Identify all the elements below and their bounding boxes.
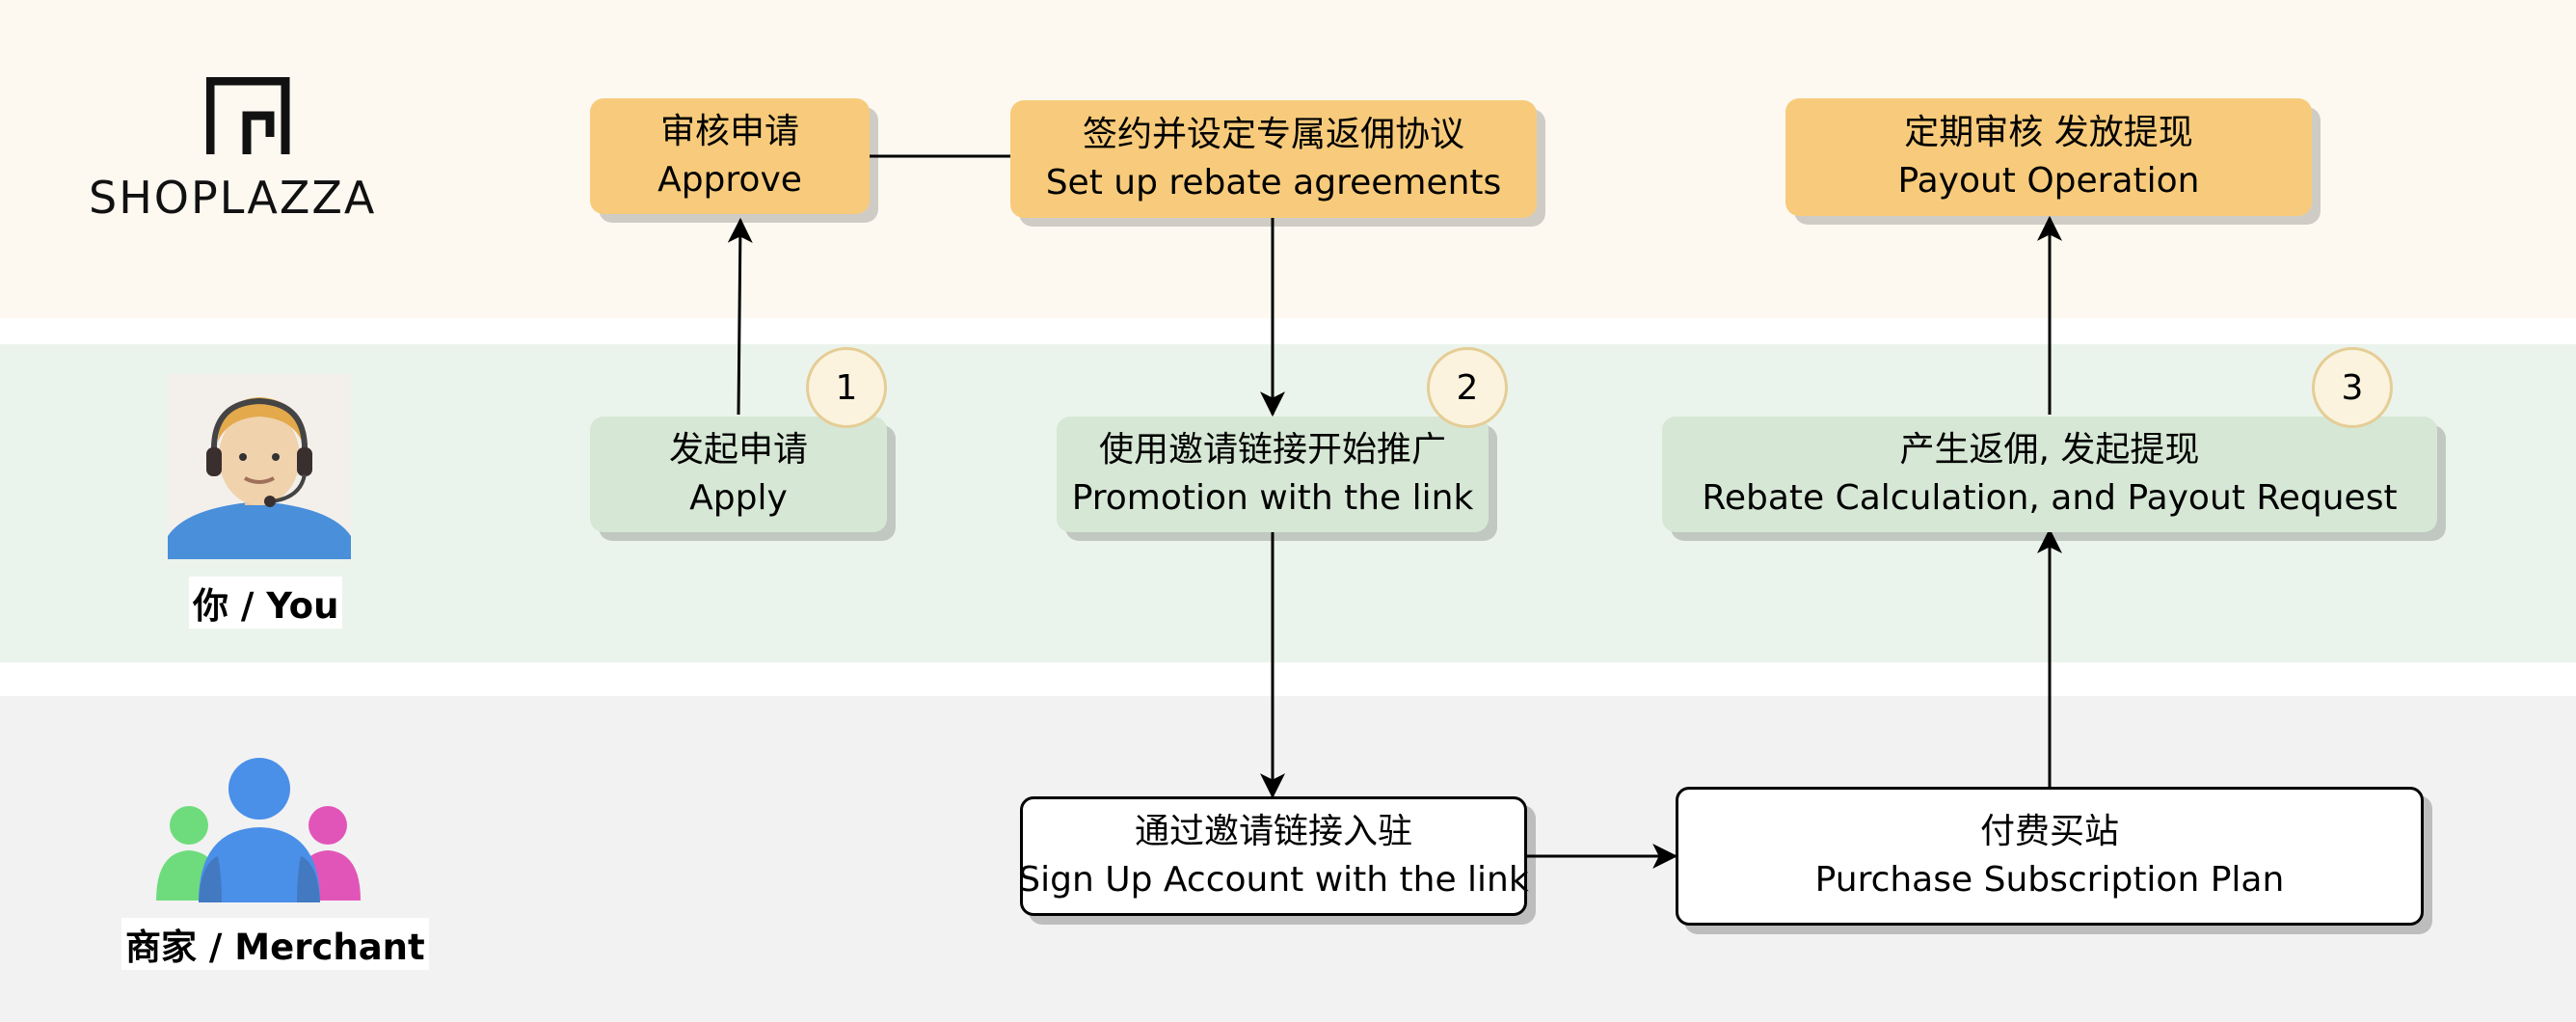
node-purchase-en: Purchase Subscription Plan [1814, 860, 2285, 900]
node-signup: 通过邀请链接入驻 Sign Up Account with the link [1018, 796, 1529, 916]
node-payout-en: Payout Operation [1897, 161, 2200, 201]
node-promotion: 使用邀请链接开始推广 Promotion with the link [1057, 417, 1489, 532]
step-badge-2: 2 [1427, 347, 1508, 428]
node-purchase-zh: 付费买站 [1979, 812, 2119, 851]
arrow-apply-to-approve [727, 217, 753, 416]
merchant-group-icon [156, 758, 361, 902]
node-approve-zh: 审核申请 [659, 112, 799, 151]
shoplazza-logo-icon [206, 77, 290, 154]
node-agreement: 签约并设定专属返佣协议 Set up rebate agreements [1010, 100, 1537, 218]
brand-name: SHOPLAZZA [89, 172, 377, 224]
node-rebate-en: Rebate Calculation, and Payout Request [1702, 478, 2398, 518]
node-payout-zh: 定期审核 发放提现 [1904, 113, 2193, 152]
node-payout: 定期审核 发放提现 Payout Operation [1785, 98, 2312, 216]
node-promotion-zh: 使用邀请链接开始推广 [1098, 430, 1446, 470]
lane-label-merchant: 商家 / Merchant [121, 918, 429, 970]
node-rebate-zh: 产生返佣, 发起提现 [1899, 430, 2200, 470]
support-agent-avatar-icon [168, 374, 351, 559]
node-signup-en: Sign Up Account with the link [1018, 860, 1529, 900]
node-approve-en: Approve [657, 160, 802, 200]
node-agreement-zh: 签约并设定专属返佣协议 [1082, 115, 1464, 154]
node-apply-zh: 发起申请 [668, 430, 808, 470]
node-apply-en: Apply [689, 478, 788, 518]
node-signup-zh: 通过邀请链接入驻 [1134, 812, 1412, 851]
node-approve: 审核申请 Approve [590, 98, 870, 214]
node-apply: 发起申请 Apply [590, 417, 887, 532]
step-badge-1: 1 [806, 347, 887, 428]
step-badge-3: 3 [2312, 347, 2393, 428]
lane-label-you: 你 / You [189, 577, 343, 629]
node-promotion-en: Promotion with the link [1071, 478, 1474, 518]
node-agreement-en: Set up rebate agreements [1045, 163, 1502, 202]
node-purchase: 付费买站 Purchase Subscription Plan [1676, 787, 2424, 926]
node-rebate: 产生返佣, 发起提现 Rebate Calculation, and Payou… [1662, 417, 2437, 532]
